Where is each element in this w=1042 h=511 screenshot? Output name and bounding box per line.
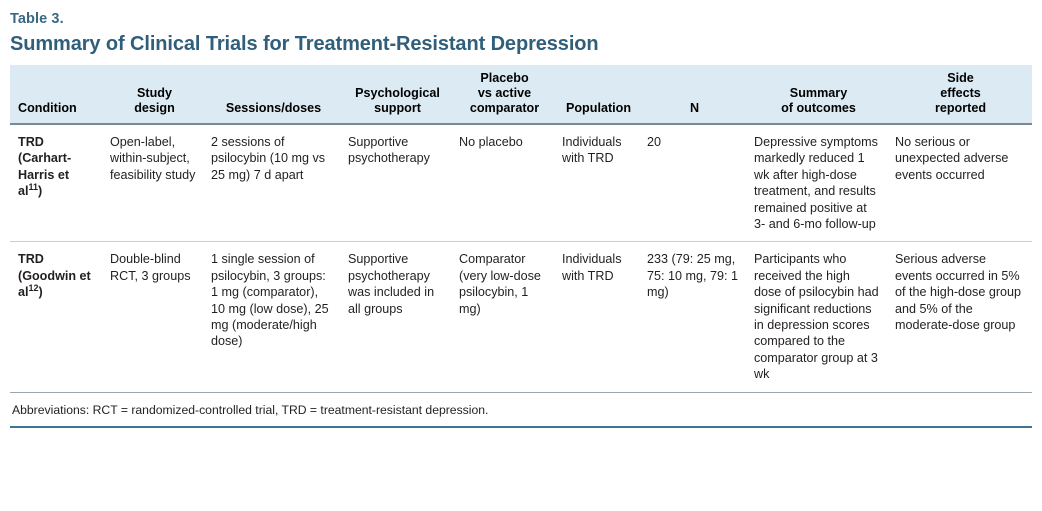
header-line: Psychological: [355, 86, 440, 100]
header-line: Summary: [789, 86, 848, 100]
condition-text: TRD (Carhart-Harris et al: [18, 135, 72, 199]
column-header-study-design: Study design: [104, 65, 205, 125]
cell-psychological-support: Supportive psychotherapy was included in…: [342, 241, 453, 392]
cell-population: Individuals with TRD: [556, 241, 641, 392]
cell-population: Individuals with TRD: [562, 135, 622, 166]
table-caption: Table 3. Summary of Clinical Trials for …: [0, 0, 1042, 57]
cell-condition: TRD (Carhart-Harris et al11): [10, 124, 104, 242]
table-header: Condition Study design Sessions/doses Ps…: [10, 65, 1032, 125]
header-line: Placebo: [480, 71, 529, 85]
cell-psychological-support: Supportive psychotherapy: [348, 135, 430, 166]
header-line: design: [134, 101, 175, 115]
footer-bottom-rule: [10, 425, 1032, 428]
header-line: vs active: [477, 86, 532, 100]
cell-side-effects: No serious or unexpected adverse events …: [895, 135, 1009, 182]
column-header-sessions-doses: Sessions/doses: [205, 65, 342, 125]
footer-top-rule: [10, 391, 1032, 393]
condition-suffix: ): [38, 184, 43, 199]
header-line: comparator: [469, 101, 540, 115]
table-row: TRD (Carhart-Harris et al11) Open-label,…: [10, 124, 1032, 242]
cell-placebo-comparator: Comparator (very low-dose psilocybin, 1 …: [453, 241, 556, 392]
cell-condition: TRD (Goodwin et al12): [10, 241, 104, 392]
abbreviations-note: Abbreviations: RCT = randomized-controll…: [12, 402, 489, 417]
condition-suffix: ): [38, 285, 43, 300]
table-number-label: Table 3.: [10, 11, 64, 27]
header-line: Study: [137, 86, 172, 100]
cell-sessions-doses: 1 single session of psilocybin, 3 groups…: [205, 241, 342, 392]
header-line: of outcomes: [781, 101, 856, 115]
cell-side-effects: Serious adverse events occurred in 5% of…: [889, 241, 1032, 392]
header-line: reported: [934, 101, 987, 115]
condition-text: TRD (Goodwin et al: [18, 252, 91, 300]
header-line: Sessions/doses: [225, 101, 322, 115]
cell-study-design: Open-label, within-subject, feasibility …: [110, 135, 196, 182]
citation-ref: 12: [28, 283, 39, 294]
column-header-summary-of-outcomes: Summary of outcomes: [748, 65, 889, 125]
cell-n: 233 (79: 25 mg, 75: 10 mg, 79: 1 mg): [641, 241, 748, 392]
header-line: Population: [565, 101, 632, 115]
table-body: TRD (Carhart-Harris et al11) Open-label,…: [10, 124, 1032, 392]
table-row: TRD (Goodwin et al12) Double-blind RCT, …: [10, 241, 1032, 392]
header-line: effects: [940, 86, 981, 100]
column-header-condition: Condition: [10, 65, 104, 125]
cell-n: 20: [647, 135, 662, 149]
cell-placebo-comparator: No placebo: [459, 135, 523, 149]
clinical-trials-table: Condition Study design Sessions/doses Ps…: [10, 65, 1032, 392]
header-line: N: [689, 101, 700, 115]
column-header-n: N: [641, 65, 748, 125]
citation-ref: 11: [28, 182, 39, 193]
header-line: Condition: [18, 101, 77, 115]
cell-sessions-doses: 2 sessions of psilocybin (10 mg vs 25 mg…: [211, 135, 326, 182]
table-title: Summary of Clinical Trials for Treatment…: [10, 33, 599, 55]
header-line: Side: [947, 71, 974, 85]
cell-study-design: Double-blind RCT, 3 groups: [104, 241, 205, 392]
column-header-side-effects: Side effects reported: [889, 65, 1032, 125]
header-line: support: [374, 101, 421, 115]
cell-summary-outcomes: Depressive symptoms markedly reduced 1 w…: [754, 135, 878, 232]
table-footer: Abbreviations: RCT = randomized-controll…: [10, 391, 1032, 428]
column-header-population: Population: [556, 65, 641, 125]
column-header-placebo-comparator: Placebo vs active comparator: [453, 65, 556, 125]
header-row: Condition Study design Sessions/doses Ps…: [10, 65, 1032, 125]
column-header-psychological-support: Psychological support: [342, 65, 453, 125]
cell-summary-outcomes: Participants who received the high dose …: [748, 241, 889, 392]
